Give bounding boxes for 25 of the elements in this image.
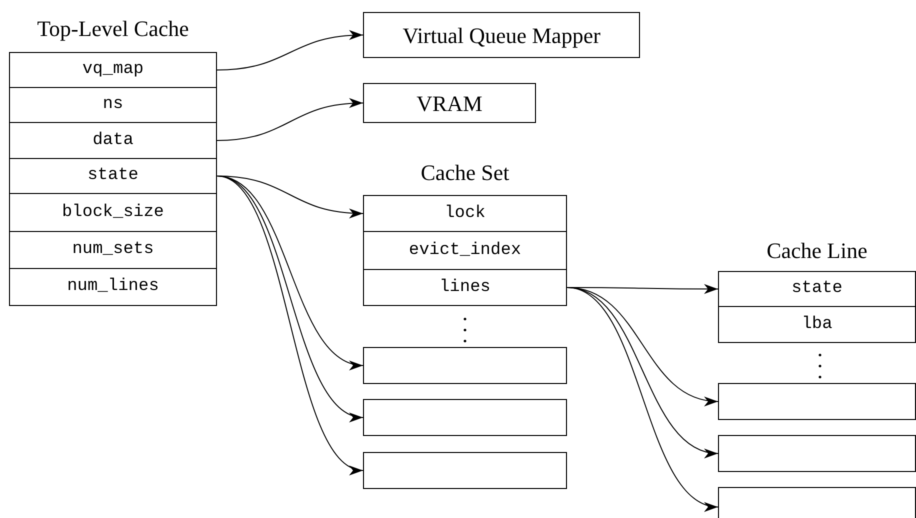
record-field: data [9, 122, 217, 159]
empty-box [718, 383, 916, 420]
record-field: ns [9, 87, 217, 123]
record-field: num_lines [9, 268, 217, 306]
record-field: state [9, 158, 217, 194]
record-field: lock [363, 195, 567, 232]
record-field: evict_index [363, 231, 567, 270]
empty-box [363, 452, 567, 489]
record-field: state [718, 271, 916, 307]
arrow [216, 30, 364, 70]
record-field: lines [363, 269, 567, 306]
struct-box: Virtual Queue Mapper [363, 12, 640, 58]
record-field: lba [718, 306, 916, 343]
empty-box [363, 347, 567, 384]
struct-box: VRAM [363, 83, 536, 123]
empty-box [718, 487, 916, 518]
empty-box [718, 435, 916, 472]
empty-box [363, 399, 567, 436]
record-heading: Cache Line [766, 237, 868, 265]
record-heading: Top-Level Cache [36, 15, 190, 43]
arrow [216, 98, 364, 141]
record-heading: Cache Set [420, 159, 510, 187]
record-field: block_size [9, 193, 217, 232]
record-field: vq_map [9, 52, 217, 88]
record-field: num_sets [9, 231, 217, 269]
